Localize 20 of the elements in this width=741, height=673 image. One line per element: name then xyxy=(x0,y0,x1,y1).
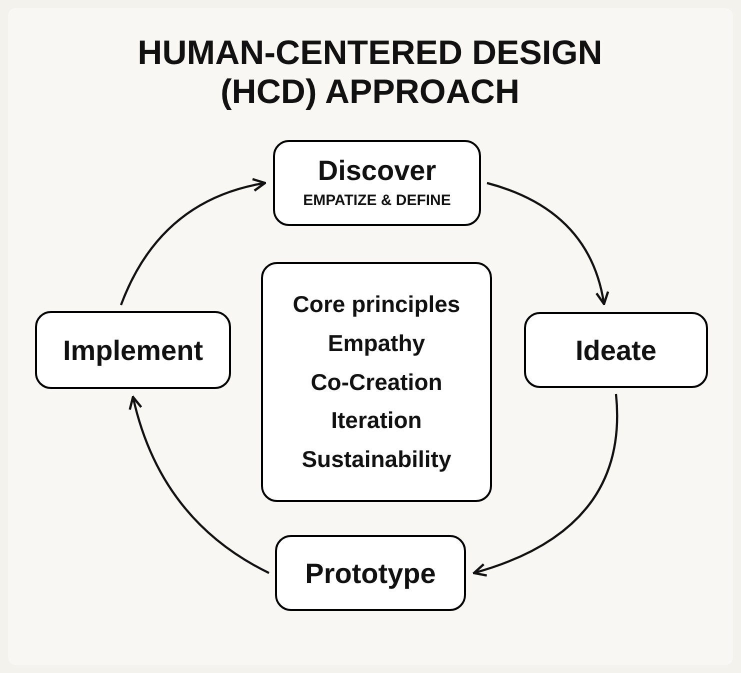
stage-box xyxy=(35,311,231,389)
stage-box xyxy=(273,140,481,226)
cycle-arrow xyxy=(129,396,270,574)
stage-title: Implement xyxy=(62,334,204,368)
stage-box xyxy=(524,312,708,388)
stage-title: Prototype xyxy=(305,556,436,590)
principles-box xyxy=(261,262,492,502)
title: HUMAN-CENTERED DESIGN (HCD) APPROACH xyxy=(136,34,604,112)
stage-title: Ideate xyxy=(576,334,656,368)
cycle-arrow xyxy=(472,394,618,576)
principle-item: Co-Creation xyxy=(310,368,442,396)
principle-item: Sustainability xyxy=(302,445,452,474)
principle-item: Empathy xyxy=(328,328,426,358)
principles-heading: Core principles xyxy=(292,290,460,319)
cycle-arrow xyxy=(486,182,609,306)
stage-title: Discover xyxy=(318,154,436,188)
stage-box xyxy=(275,535,466,611)
principle-item: Iteration xyxy=(331,406,422,436)
cycle-arrow xyxy=(120,178,266,306)
stage-subtitle: EMPATIZE & DEFINE xyxy=(303,191,451,212)
